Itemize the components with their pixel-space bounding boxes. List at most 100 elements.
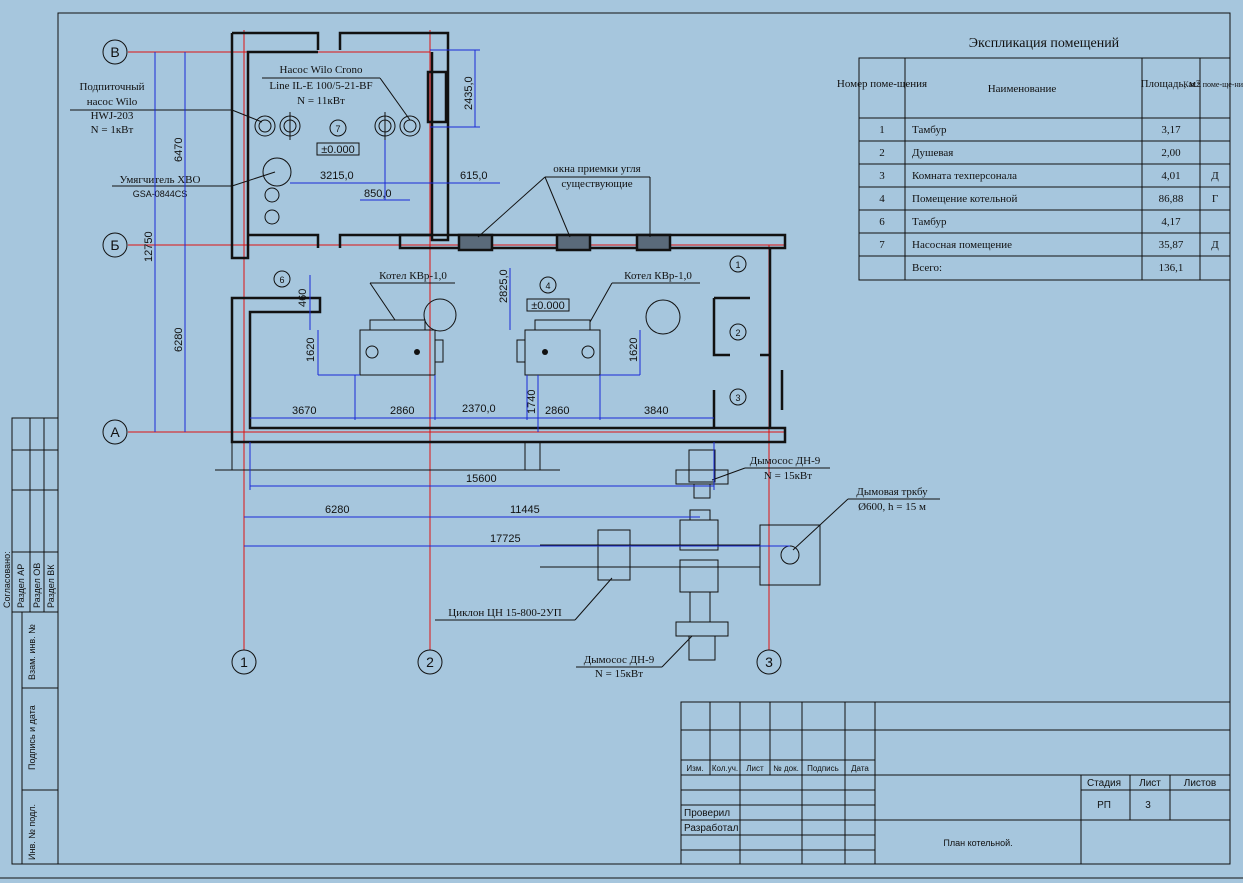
dim-1620-right: 1620 [628, 338, 640, 362]
col-header-category: Кат.* поме-ще-ния [1183, 80, 1243, 89]
explication-table: Экспликация помещений Номер поме-щения Н… [837, 36, 1243, 281]
tb-header-sheet: Лист [746, 764, 764, 773]
explication-cell-area: 86,88 [1159, 193, 1184, 205]
room-number-4: 4 [545, 281, 550, 291]
room-marker-6 [273, 270, 291, 288]
axis-markers: В Б А 1 2 3 [102, 39, 782, 675]
tb-checked: Проверил [684, 808, 730, 819]
explication-cell-name: Насосная помещение [912, 239, 1012, 251]
explication-cell-num: 3 [879, 170, 885, 182]
explication-cell-area: 35,87 [1159, 239, 1184, 251]
explication-cell-name: Тамбур [912, 216, 947, 228]
dim-2860-left: 2860 [390, 405, 414, 417]
tb-header-date: Дата [851, 764, 869, 773]
col-header-name: Наименование [988, 83, 1057, 95]
tb-header-doc: № док. [773, 764, 799, 773]
side-stamp: Согласовано: Раздел АР Раздел ОВ Раздел … [2, 417, 59, 865]
dimensions: 2435,0 615,0 3215,0 850,0 6470 12750 628… [143, 49, 790, 547]
dim-12750: 12750 [143, 231, 155, 262]
dim-17725: 17725 [490, 533, 521, 545]
level-box-2 [526, 298, 570, 312]
dim-6280-vertical: 6280 [173, 328, 185, 352]
tb-stage-label: Стадия [1087, 778, 1121, 789]
room-marker-2 [729, 323, 747, 341]
axis-label-b: Б [110, 237, 119, 253]
room-number-2: 2 [735, 328, 740, 338]
room-number-3: 3 [735, 393, 740, 403]
dim-1740: 1740 [526, 390, 538, 414]
axis-label-a: А [110, 424, 120, 440]
feed-pump-label-4: N = 1кВт [91, 124, 134, 136]
windows-label-2: существующие [561, 178, 632, 190]
dim-1620-left: 1620 [305, 338, 317, 362]
dim-6470: 6470 [173, 138, 185, 162]
boiler1-label: Котел КВр-1,0 [379, 270, 447, 282]
tb-header-qty: Кол.уч. [712, 764, 738, 773]
axis-marker-3 [756, 649, 782, 675]
explication-cell-name: Всего: [912, 262, 942, 274]
chimney-base [759, 524, 821, 586]
room-number-6: 6 [279, 275, 284, 285]
axis-label-3: 3 [765, 654, 773, 670]
explication-cell-cat: Д [1211, 170, 1219, 182]
explication-cell-area: 4,01 [1161, 170, 1180, 182]
softener-tank [262, 157, 292, 187]
axis-marker-v [102, 39, 128, 65]
side-agreed-text: Согласовано: [2, 551, 12, 608]
explication-cell-area: 4,17 [1161, 216, 1181, 228]
tb-sheet-label: Лист [1139, 778, 1161, 789]
explication-cell-num: 2 [879, 147, 885, 159]
smoke2-label-1: Дымосос ДН-9 [584, 654, 655, 666]
axis-label-v: В [110, 44, 119, 60]
col-header-number: Номер поме-щения [837, 78, 927, 90]
axis-marker-1 [231, 649, 257, 675]
feed-pump-label-3: HWJ-203 [91, 110, 134, 122]
coal-windows: окна приемки угля существующие [457, 163, 672, 252]
explication-title: Экспликация помещений [969, 36, 1120, 51]
level-mark-1: ±0.000 [321, 144, 355, 156]
explication-cell-area: 2,00 [1161, 147, 1181, 159]
softener-label-1: Умягчитель ХВО [120, 174, 201, 186]
explication-cell-cat: Г [1212, 193, 1218, 205]
room-number-7: 7 [335, 124, 340, 134]
building-walls [215, 31, 787, 471]
main-pump-label-3: N = 11кВт [297, 95, 345, 107]
dim-460: 460 [297, 289, 309, 307]
dim-11445: 11445 [510, 504, 540, 516]
title-block: Изм. Кол.уч. Лист № док. Подпись Дата Пр… [680, 701, 1231, 865]
level-mark-2: ±0.000 [531, 300, 565, 312]
explication-cell-num: 4 [879, 193, 885, 205]
side-col-ar: Раздел АР [16, 564, 26, 608]
smoke1-label-1: Дымосос ДН-9 [750, 455, 821, 467]
axis-marker-b [102, 232, 128, 258]
col-header-area: Площадь, м2 [1141, 78, 1202, 90]
axis-label-1: 1 [240, 654, 248, 670]
tb-stage-value: РП [1097, 800, 1111, 811]
tb-drawing-title: План котельной. [943, 838, 1012, 848]
dim-2825: 2825,0 [498, 269, 510, 303]
dim-2435: 2435,0 [463, 76, 475, 110]
pump-equipment: 7 ±0.000 Насос Wilo Crono Line IL-E 100/… [70, 64, 421, 225]
dim-615: 615,0 [460, 170, 488, 182]
side-col-vk: Раздел ВК [46, 564, 56, 608]
tb-header-sign: Подпись [807, 764, 839, 773]
boiler-1 [359, 329, 436, 376]
tb-header-change: Изм. [686, 764, 703, 773]
smoke2-label-2: N = 15кВт [595, 668, 643, 680]
explication-cell-num: 6 [879, 216, 885, 228]
axis-marker-2 [417, 649, 443, 675]
pump-room-window [426, 70, 448, 124]
tb-developed: Разработал [684, 822, 739, 834]
main-pump-label-1: Насос Wilo Crono [280, 64, 363, 76]
room-marker-4 [539, 276, 557, 294]
explication-cell-cat: Д [1211, 239, 1219, 251]
main-pump-label-2: Line IL-E 100/5-21-BF [269, 80, 372, 92]
explication-cell-name: Тамбур [912, 124, 947, 136]
room-marker-3 [729, 388, 747, 406]
side-sign-date: Подпись и дата [27, 705, 37, 770]
feed-pump-label-2: насос Wilo [87, 96, 138, 108]
dim-3840: 3840 [644, 405, 668, 417]
chimney-flue [780, 545, 800, 565]
dim-2860-right: 2860 [545, 405, 569, 417]
